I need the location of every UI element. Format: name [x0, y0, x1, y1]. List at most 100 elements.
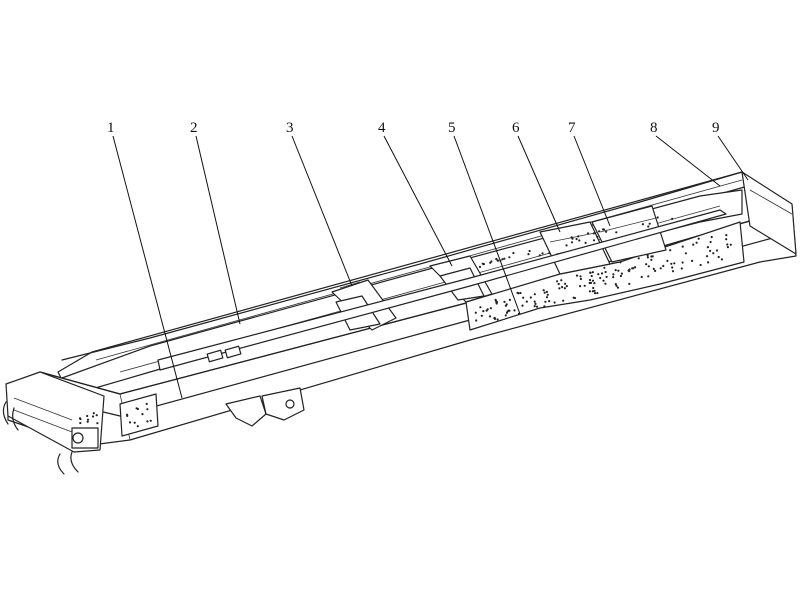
rivet-hole: [474, 311, 477, 314]
rivet-hole: [592, 232, 596, 235]
rivet-hole: [126, 413, 129, 416]
callout-group: 1 2 3 4 5 6 7 8 9: [107, 120, 749, 399]
rivet-hole: [521, 304, 524, 307]
rivet-hole: [654, 269, 657, 272]
rivet-hole: [480, 314, 483, 317]
rivet-hole: [647, 275, 650, 278]
rivet-hole: [645, 263, 648, 266]
rivet-hole: [79, 421, 82, 425]
rivet-hole: [546, 293, 549, 296]
rivet-hole: [592, 239, 596, 242]
rivet-hole: [488, 315, 492, 318]
rivet-hole: [662, 264, 665, 268]
rivet-hole: [650, 258, 653, 261]
rivet-hole: [545, 296, 549, 299]
under-bracket: [225, 387, 305, 427]
rivet-hole: [505, 303, 508, 306]
rivet-hole: [548, 251, 551, 255]
front-cross-member: [2, 371, 105, 475]
rivet-hole: [641, 223, 645, 226]
rivet-hole: [146, 408, 149, 411]
rivet-hole: [612, 276, 615, 279]
rivet-hole: [543, 305, 546, 308]
rivet-hole: [602, 228, 605, 231]
rivet-hole: [604, 282, 607, 285]
rivet-hole: [726, 246, 730, 249]
rivet-hole: [495, 300, 499, 304]
rivet-hole: [591, 271, 595, 274]
rivet-hole: [720, 258, 724, 261]
rivet-hole: [615, 231, 618, 234]
rivet-hole: [86, 420, 89, 423]
callout-label-5: 5: [448, 120, 456, 136]
rivet-hole: [572, 296, 575, 299]
rivet-hole: [548, 300, 551, 303]
rivet-hole: [149, 419, 152, 422]
callout-label-2: 2: [190, 120, 198, 136]
rivet-hole: [637, 257, 640, 260]
rivet-hole: [692, 243, 695, 246]
rivet-hole: [593, 292, 597, 295]
rivet-hole: [528, 249, 531, 253]
rivet-hole: [534, 302, 537, 305]
rivet-hole: [671, 217, 674, 220]
leader-2: [195, 135, 241, 325]
rivet-hole: [706, 246, 710, 249]
rivet-hole: [475, 319, 478, 322]
rivet-hole: [579, 275, 582, 278]
rivet-hole: [522, 296, 525, 299]
rivet-hole: [583, 284, 586, 287]
rivet-hole: [592, 286, 595, 290]
rivet-hole: [673, 262, 676, 265]
rivet-hole: [600, 272, 604, 275]
rivet-hole: [501, 258, 504, 261]
callout-label-9: 9: [712, 120, 720, 136]
rivet-hole: [564, 282, 567, 285]
leader-7: [573, 135, 611, 227]
rivet-hole: [503, 300, 506, 303]
rivet-hole: [599, 276, 602, 280]
rivet-hole: [619, 274, 623, 278]
rivet-hole: [560, 279, 563, 282]
rivet-hole: [565, 285, 568, 288]
rivet-hole: [619, 261, 622, 264]
rivet-hole: [695, 241, 698, 244]
rivet-hole: [614, 283, 617, 286]
rivet-hole: [628, 270, 631, 273]
rivet-hole: [512, 251, 515, 255]
rivet-hole: [640, 275, 643, 279]
rivet-hole: [558, 287, 561, 290]
rivet-hole: [671, 270, 675, 273]
hole-pattern: [78, 216, 732, 428]
rivet-hole: [86, 414, 89, 418]
rivet-hole: [527, 253, 530, 256]
rivet-hole: [495, 257, 498, 261]
rivet-hole: [503, 257, 506, 260]
rivet-hole: [504, 314, 507, 317]
rivet-hole: [669, 249, 672, 252]
rivet-hole: [617, 269, 620, 272]
rivet-hole: [729, 243, 732, 246]
rivet-hole: [577, 235, 580, 238]
rivet-hole: [656, 216, 659, 219]
rivet-hole: [556, 280, 559, 283]
cross-member-7: [591, 205, 667, 263]
rivet-hole: [659, 267, 662, 270]
clip-pads: [206, 345, 242, 363]
rivet-hole: [591, 279, 595, 282]
rivet-hole: [493, 317, 496, 320]
rivet-hole: [570, 236, 573, 239]
rivet-hole: [628, 282, 631, 285]
rivet-hole: [588, 281, 591, 285]
rivet-hole: [699, 263, 702, 267]
rivet-hole: [544, 300, 547, 303]
rivet-hole: [588, 290, 592, 293]
rivet-hole: [705, 255, 709, 258]
rivet-hole: [593, 282, 596, 285]
rivet-hole: [133, 421, 136, 424]
rear-cross-member: [741, 171, 797, 255]
rivet-hole: [507, 309, 510, 312]
callout-label-7: 7: [568, 120, 576, 136]
rivet-hole: [91, 415, 95, 418]
